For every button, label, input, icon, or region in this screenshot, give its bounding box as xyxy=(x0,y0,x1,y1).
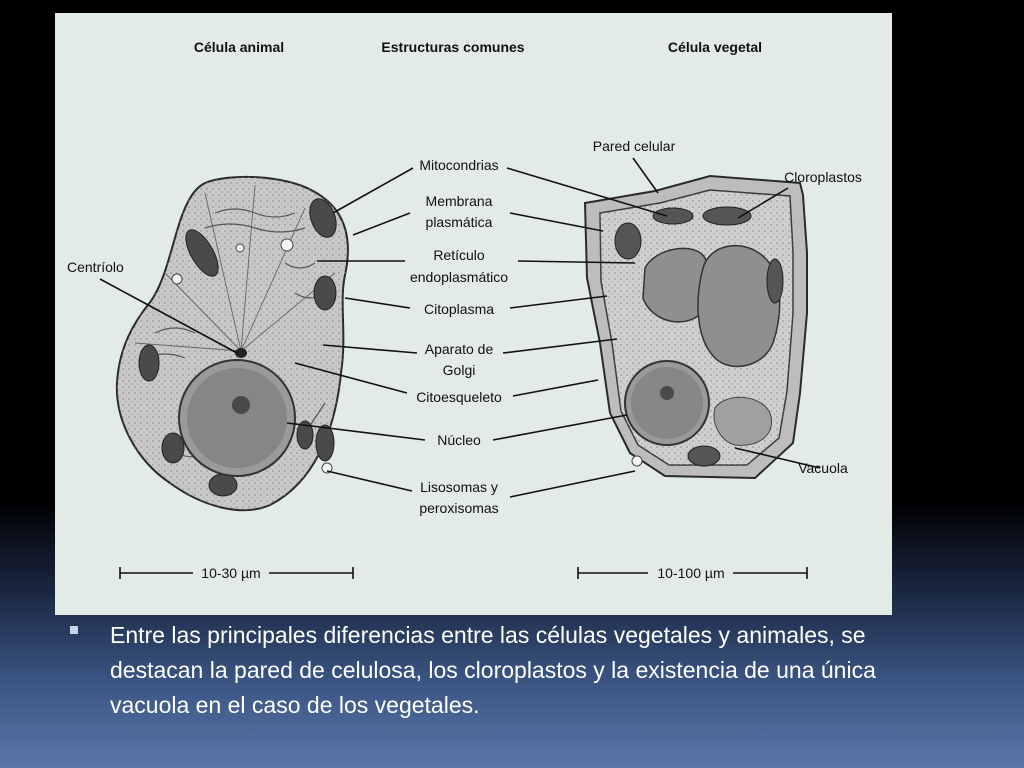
scale-label-plant: 10-100 µm xyxy=(657,565,724,581)
animal-centriole xyxy=(235,348,247,358)
header-common-structures: Estructuras comunes xyxy=(381,39,524,55)
scale-label-animal: 10-30 µm xyxy=(201,565,260,581)
label-citoplasma: Citoplasma xyxy=(424,301,494,317)
animal-mitochondria xyxy=(138,198,337,497)
plant-cell xyxy=(583,174,808,480)
animal-lysosomes xyxy=(171,238,333,474)
square-bullet-icon xyxy=(70,626,78,634)
label-pared-celular: Pared celular xyxy=(593,138,676,154)
animal-nucleolus xyxy=(232,396,250,414)
header-plant-cell: Célula vegetal xyxy=(668,39,762,55)
animal-cytoskeleton xyxy=(134,184,336,352)
label-vacuola: Vacuola xyxy=(798,460,848,476)
animal-nucleoplasm xyxy=(187,368,287,468)
label-mitocondrias: Mitocondrias xyxy=(419,157,498,173)
label-golgi-line2: Golgi xyxy=(443,362,476,378)
label-reticulo-line1: Retículo xyxy=(433,247,485,263)
animal-cell xyxy=(115,175,349,512)
cell-diagram: Célula animal Estructuras comunes Célula… xyxy=(67,39,862,581)
label-lisosomas-line2: peroxisomas xyxy=(419,500,498,516)
label-lisosomas-line1: Lisosomas y xyxy=(420,479,498,495)
plant-vacuole-lower xyxy=(713,396,772,446)
plant-nucleoplasm xyxy=(631,367,703,439)
header-animal-cell: Célula animal xyxy=(194,39,284,55)
label-centriolo: Centríolo xyxy=(67,259,124,275)
label-citoesqueleto: Citoesqueleto xyxy=(416,389,502,405)
label-membrana-line1: Membrana xyxy=(426,193,493,209)
scale-bar-animal: 10-30 µm xyxy=(119,565,354,581)
label-membrana-line2: plasmática xyxy=(426,214,493,230)
cell-comparison-figure: Célula animal Estructuras comunes Célula… xyxy=(55,13,892,615)
label-text-group: Mitocondrias Membrana plasmática Retícul… xyxy=(67,138,862,516)
plant-vacuole xyxy=(697,244,781,368)
plant-chloroplasts xyxy=(614,206,784,467)
plant-peroxisome xyxy=(631,455,643,467)
scale-bar-plant: 10-100 µm xyxy=(577,565,808,581)
plant-nucleolus xyxy=(660,386,674,400)
label-golgi-line1: Aparato de xyxy=(425,341,494,357)
label-cloroplastos: Cloroplastos xyxy=(784,169,862,185)
label-reticulo-line2: endoplasmático xyxy=(410,269,508,285)
label-nucleo: Núcleo xyxy=(437,432,481,448)
bullet-text: Entre las principales diferencias entre … xyxy=(110,622,876,718)
leader-lines xyxy=(99,157,821,498)
